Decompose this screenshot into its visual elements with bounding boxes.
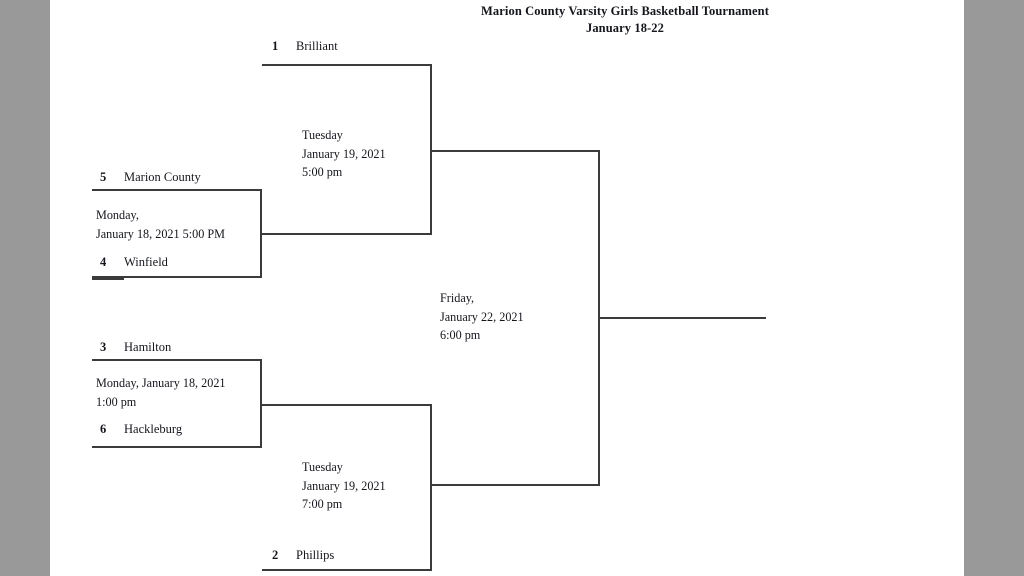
- final-top-line: [430, 150, 600, 152]
- semifinal-upper-info: Tuesday January 19, 2021 5:00 pm: [302, 126, 386, 182]
- team-entry-brilliant: 1 Brilliant: [272, 39, 338, 53]
- team-entry-winfield: 4 Winfield: [100, 255, 168, 269]
- semifinal-lower-info: Tuesday January 19, 2021 7:00 pm: [302, 458, 386, 514]
- info-line-2: 1:00 pm: [96, 394, 137, 409]
- seed-number: 1: [272, 39, 279, 53]
- team-entry-phillips: 2 Phillips: [272, 548, 334, 562]
- info-line-2: January 19, 2021: [302, 478, 386, 493]
- info-line-2: January 19, 2021: [302, 146, 386, 161]
- team-entry-hamilton: 3 Hamilton: [100, 340, 171, 354]
- info-line-1: Friday,: [440, 291, 475, 305]
- seed-number: 3: [100, 340, 107, 354]
- title-line-2: January 18-22: [585, 21, 665, 35]
- winfield-seed-rule: [92, 278, 124, 280]
- info-line-3: 6:00 pm: [440, 328, 481, 342]
- game-2-right-line: [260, 359, 262, 447]
- semifinal-upper-bottom-line: [262, 233, 432, 235]
- championship-info: Friday, January 22, 2021 6:00 pm: [440, 289, 524, 345]
- team-entry-hackleburg: 6 Hackleburg: [100, 422, 182, 436]
- info-line-3: 7:00 pm: [302, 497, 343, 511]
- seed-number: 2: [272, 548, 279, 562]
- seed-number: 5: [100, 170, 107, 184]
- game-1-bottom-line: [92, 276, 262, 278]
- team-name: Marion County: [124, 170, 201, 184]
- team-entry-marion-county: 5 Marion County: [100, 170, 201, 184]
- seed-number: 4: [100, 255, 107, 269]
- info-line-1: Monday, January 18, 2021: [96, 376, 226, 390]
- game-1-info: Monday, January 18, 2021 5:00 PM: [96, 206, 225, 243]
- semifinal-lower-right-line: [430, 404, 432, 571]
- info-line-2: January 22, 2021: [440, 309, 524, 324]
- team-name: Brilliant: [296, 39, 338, 53]
- game-1-top-line: [92, 189, 262, 191]
- champion-line: [598, 317, 766, 319]
- team-name: Winfield: [124, 255, 168, 269]
- team-name: Hackleburg: [124, 422, 183, 436]
- final-bottom-line: [430, 484, 600, 486]
- info-line-2: January 18, 2021 5:00 PM: [96, 226, 225, 241]
- semifinal-lower-bottom-line: [262, 569, 432, 571]
- title-line-1: Marion County Varsity Girls Basketball T…: [481, 4, 769, 18]
- info-line-3: 5:00 pm: [302, 165, 343, 179]
- team-name: Hamilton: [124, 340, 172, 354]
- game-2-top-line: [92, 359, 262, 361]
- page-title: Marion County Varsity Girls Basketball T…: [410, 3, 840, 37]
- team-name: Phillips: [296, 548, 335, 562]
- document-page: Marion County Varsity Girls Basketball T…: [50, 0, 964, 576]
- game-2-bottom-line: [92, 446, 262, 448]
- game-1-right-line: [260, 189, 262, 277]
- info-line-1: Tuesday: [302, 460, 343, 474]
- seed-number: 6: [100, 422, 107, 436]
- semifinal-upper-top-line: [262, 64, 432, 66]
- info-line-1: Tuesday: [302, 128, 343, 142]
- game-2-info: Monday, January 18, 2021 1:00 pm: [96, 374, 226, 411]
- info-line-1: Monday,: [96, 208, 139, 222]
- semifinal-upper-right-line: [430, 64, 432, 235]
- semifinal-lower-top-line: [262, 404, 432, 406]
